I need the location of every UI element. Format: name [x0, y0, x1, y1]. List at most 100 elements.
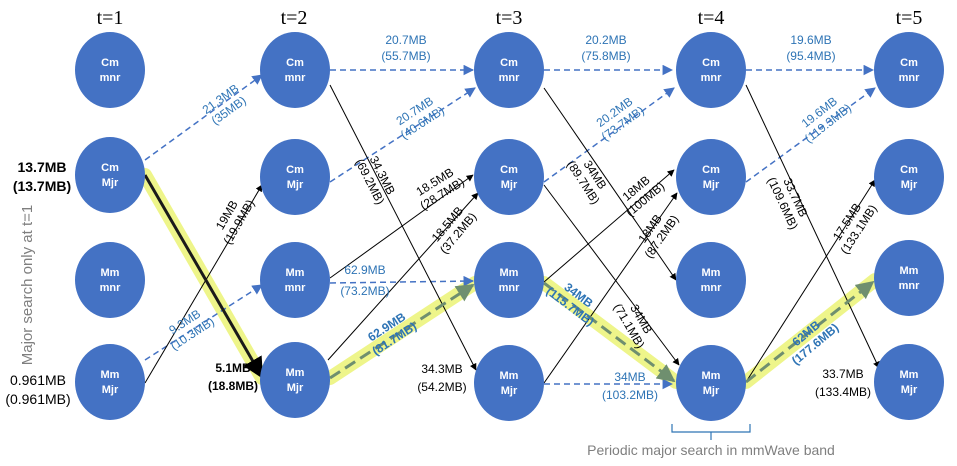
side-mm-mjr-t5-a: 33.7MB: [822, 367, 863, 381]
edge-e13: [543, 192, 678, 384]
svg-text:Mjr: Mjr: [901, 179, 918, 191]
node-t1-cm-mnr: Cm mnr: [75, 32, 145, 108]
side-mm-mjr-t1-a: 0.961MB: [10, 372, 66, 388]
node-t2-mm-mjr: Mm Mjr: [260, 342, 330, 418]
node-t5-cm-mjr: Cm Mjr: [874, 139, 944, 215]
node-t5-cm-mnr: Cm mnr: [874, 32, 944, 108]
edge-label-e22-a: 34MB: [614, 370, 645, 384]
edge-e21: [543, 184, 680, 366]
edge-e19: [329, 283, 475, 380]
svg-text:Mm: Mm: [900, 265, 919, 277]
node-t4-mm-mnr: Mm mnr: [676, 242, 746, 318]
svg-text:Mjr: Mjr: [703, 179, 720, 191]
side-cm-mjr-t1-b: (13.7MB): [13, 178, 71, 194]
edge-e12: [543, 169, 675, 283]
side-mm-mjr-t3-a: 34.3MB: [421, 362, 462, 376]
node-t3-cm-mjr: Cm Mjr: [474, 139, 544, 215]
svg-text:Mm: Mm: [101, 267, 120, 279]
svg-text:Mjr: Mjr: [703, 385, 720, 397]
svg-text:Mm: Mm: [500, 267, 519, 279]
edge-bold-black: [143, 174, 264, 379]
nodes: Cm mnr Cm Mjr Mm mnr Mm Mjr Cm mnr Cm Mj…: [75, 32, 944, 421]
side-mm-mjr-t3-b: (54.2MB): [417, 380, 466, 394]
svg-text:Mjr: Mjr: [102, 177, 119, 189]
time-label-4: t=4: [698, 7, 725, 29]
svg-text:mnr: mnr: [100, 282, 122, 294]
svg-text:mnr: mnr: [899, 280, 921, 292]
svg-text:Cm: Cm: [702, 164, 720, 176]
node-t3-mm-mjr: Mm Mjr: [474, 345, 544, 421]
svg-text:Cm: Cm: [702, 57, 720, 69]
svg-text:Cm: Cm: [900, 57, 918, 69]
edge-e8: [329, 84, 477, 371]
time-label-5: t=5: [896, 7, 923, 29]
edge-e16: [144, 184, 263, 384]
svg-text:Mm: Mm: [702, 267, 721, 279]
svg-text:mnr: mnr: [499, 282, 521, 294]
side-cm-mjr-t1-a: 13.7MB: [17, 159, 66, 175]
edge-e17: [144, 284, 263, 361]
edge-label-e2-a: 20.7MB: [385, 33, 426, 47]
node-t2-cm-mjr: Cm Mjr: [260, 139, 330, 215]
svg-text:Mm: Mm: [286, 267, 305, 279]
svg-text:mnr: mnr: [100, 72, 122, 84]
node-t2-cm-mnr: Cm mnr: [260, 32, 330, 108]
time-labels: t=1 t=2 t=3 t=4 t=5: [97, 7, 923, 29]
node-t2-mm-mnr: Mm mnr: [260, 242, 330, 318]
blue-edges: [144, 64, 876, 390]
svg-text:Mjr: Mjr: [501, 385, 518, 397]
side-labels: 13.7MB (13.7MB) 0.961MB (0.961MB) 5.1MB …: [5, 159, 871, 407]
svg-text:mnr: mnr: [499, 72, 521, 84]
svg-text:Mm: Mm: [702, 370, 721, 382]
svg-text:Mm: Mm: [900, 369, 919, 381]
edge-labels: 20.7MB (55.7MB) 20.2MB (75.8MB) 19.6MB (…: [340, 33, 835, 402]
node-t4-mm-mjr: Mm Mjr: [676, 345, 746, 421]
node-t5-mm-mnr: Mm mnr: [874, 240, 944, 316]
svg-text:Mjr: Mjr: [501, 179, 518, 191]
edge-e15: [745, 179, 876, 383]
edge-e5: [329, 87, 476, 183]
edge-e1: [144, 74, 263, 161]
svg-text:Cm: Cm: [286, 164, 304, 176]
svg-text:mnr: mnr: [899, 72, 921, 84]
bottom-note: Periodic major search in mmWave band: [587, 442, 835, 458]
node-t3-mm-mnr: Mm mnr: [474, 242, 544, 318]
edge-e23: [745, 280, 875, 384]
svg-text:mnr: mnr: [701, 72, 723, 84]
bottom-bracket: [671, 424, 751, 440]
svg-text:mnr: mnr: [285, 282, 307, 294]
svg-text:Mjr: Mjr: [901, 384, 918, 396]
edge-label-e4-b: (95.4MB): [786, 49, 835, 63]
node-t1-mm-mnr: Mm mnr: [75, 242, 145, 318]
olive-dashed-edges: [329, 280, 875, 384]
svg-text:Cm: Cm: [286, 57, 304, 69]
node-t1-cm-mjr: Cm Mjr: [75, 137, 145, 213]
svg-text:Mjr: Mjr: [102, 384, 119, 396]
edge-labels-rotated: 21.3MB (35MB) 20.7MB (40.6MB) 20.2MB (73…: [166, 81, 879, 367]
time-label-1: t=1: [97, 7, 124, 29]
vertical-label: Major search only at t=1: [19, 205, 36, 366]
edge-label-e3-a: 20.2MB: [585, 33, 626, 47]
edge-label-e4-a: 19.6MB: [790, 33, 831, 47]
svg-text:Cm: Cm: [101, 57, 119, 69]
svg-text:mnr: mnr: [701, 282, 723, 294]
svg-text:Cm: Cm: [500, 57, 518, 69]
time-label-2: t=2: [281, 7, 308, 29]
edge-e14: [745, 84, 880, 369]
edge-e10: [327, 192, 479, 361]
svg-text:Mm: Mm: [500, 370, 519, 382]
node-t3-cm-mnr: Cm mnr: [474, 32, 544, 108]
node-t1-mm-mjr: Mm Mjr: [75, 344, 145, 420]
edge-e20: [543, 281, 676, 383]
side-mm-mjr-t5-b: (133.4MB): [815, 385, 871, 399]
node-t4-cm-mjr: Cm Mjr: [676, 139, 746, 215]
side-mm-mjr-t1-b: (0.961MB): [5, 391, 70, 407]
edge-label-e3-b: (75.8MB): [581, 49, 630, 63]
svg-text:Mm: Mm: [101, 369, 120, 381]
svg-text:Mm: Mm: [286, 367, 305, 379]
side-mm-mjr-t2-b: (18.8MB): [208, 379, 258, 393]
svg-text:Mjr: Mjr: [287, 382, 304, 394]
svg-text:Cm: Cm: [900, 164, 918, 176]
svg-text:Cm: Cm: [500, 164, 518, 176]
